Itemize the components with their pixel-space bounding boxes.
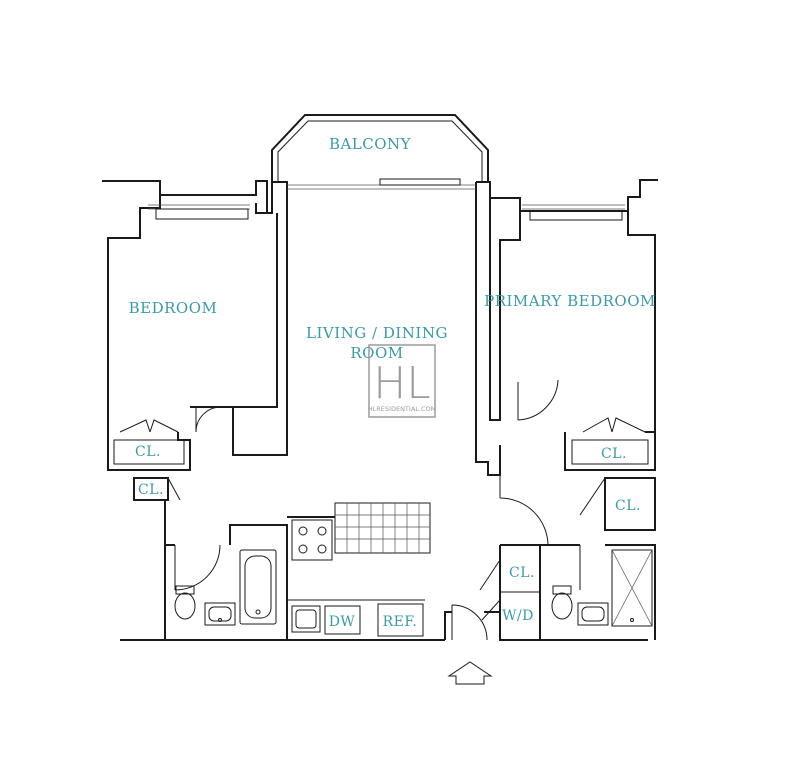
watermark-logo: HL HLRESIDENTIAL.COM [368,344,436,418]
exterior-walls [102,178,658,476]
primary-bedroom-label: PRIMARY BEDROOM [484,292,656,310]
watermark-site: HLRESIDENTIAL.COM [368,405,436,413]
watermark-monogram: HL [373,358,431,409]
primary-closets: CL. CL. [517,379,656,531]
closet-laundry-label: CL. [509,565,535,581]
closet-bedroom-label: CL. [135,444,161,460]
closet-hall-label: CL. [138,482,164,498]
left-bathroom [164,500,288,641]
living-dining-label: LIVING / DINING [306,324,448,342]
bedroom-closet: CL. [107,406,233,471]
closet-primary-2-label: CL. [615,498,641,514]
balcony: BALCONY [271,114,489,182]
washer-dryer-label: W/D [502,608,534,624]
balcony-label: BALCONY [329,135,412,153]
closet-primary-label: CL. [601,446,627,462]
primary-bathroom [540,544,656,640]
kitchen: DW REF. [287,502,445,641]
entry-arrow-icon [447,661,493,685]
refrigerator-label: REF. [383,614,418,630]
living-room-label: ROOM [350,344,403,362]
dishwasher-label: DW [329,614,356,630]
entry-laundry: CL. W/D [120,475,648,641]
bedroom-label: BEDROOM [129,299,218,317]
hall-closet: CL. [133,477,181,501]
